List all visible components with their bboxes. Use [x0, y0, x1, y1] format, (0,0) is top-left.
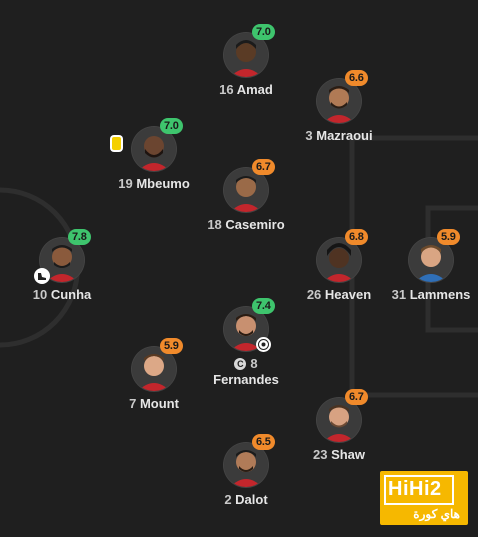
player-label: 23 Shaw: [313, 447, 365, 463]
player-avatar-wrap: 5.9: [132, 338, 183, 391]
player-number: 18: [207, 217, 222, 232]
player-dalot[interactable]: 6.5 2 Dalot: [186, 434, 306, 508]
player-name: Cunha: [50, 287, 92, 302]
player-label: 2 Dalot: [224, 492, 267, 508]
player-number: 31: [391, 287, 407, 302]
rating-badge: 5.9: [437, 229, 460, 245]
player-avatar-wrap: 5.9: [409, 229, 460, 282]
avatar: [132, 127, 176, 171]
rating-badge: 6.8: [345, 229, 368, 245]
player-avatar-wrap: 6.8: [317, 229, 368, 282]
avatar: [224, 443, 268, 487]
player-number: 16: [219, 82, 234, 97]
player-label: 10 Cunha: [33, 287, 92, 303]
player-number: 26: [306, 287, 322, 302]
player-name: Mbeumo: [136, 176, 190, 191]
avatar: [224, 168, 268, 212]
player-label: 31 Lammens: [392, 287, 471, 303]
yellow-card-icon: [112, 137, 121, 150]
player-name: Casemiro: [225, 217, 285, 232]
hihi2-logo: HiHi2 هاي كورة: [380, 471, 468, 525]
avatar: [409, 238, 453, 282]
captain-icon: C: [234, 358, 247, 370]
player-avatar-wrap: 7.0: [224, 24, 275, 77]
avatar: [317, 238, 361, 282]
avatar: [132, 347, 176, 391]
avatar: [317, 398, 361, 442]
player-avatar-wrap: 6.7: [317, 389, 368, 442]
player-label: 18 Casemiro: [207, 217, 284, 233]
player-mazraoui[interactable]: 6.6 3 Mazraoui: [279, 70, 399, 144]
rating-badge: 7.4: [252, 298, 275, 314]
player-number: 8: [250, 356, 258, 371]
player-number: 7: [129, 396, 137, 411]
player-avatar-wrap: 6.7: [224, 159, 275, 212]
player-name: Mount: [139, 396, 179, 411]
player-label: 16 Amad: [219, 82, 273, 98]
avatar: [224, 33, 268, 77]
player-number: 2: [224, 492, 232, 507]
player-shaw[interactable]: 6.7 23 Shaw: [279, 389, 399, 463]
rating-badge: 6.6: [345, 70, 368, 86]
player-cunha[interactable]: 7.8 10 Cunha: [2, 229, 122, 303]
logo-subtitle: هاي كورة: [413, 507, 460, 521]
logo-frame: [384, 475, 454, 505]
avatar: [317, 79, 361, 123]
player-number: 23: [312, 447, 328, 462]
player-name: Lammens: [409, 287, 471, 302]
rating-badge: 7.0: [160, 118, 183, 134]
player-heaven[interactable]: 6.8 26 Heaven: [279, 229, 399, 303]
rating-badge: 7.0: [252, 24, 275, 40]
player-mbeumo[interactable]: 7.0 19 Mbeumo: [94, 118, 214, 192]
player-avatar-wrap: 7.8: [34, 229, 91, 284]
player-name: Fernandes: [213, 372, 279, 387]
player-name: Heaven: [324, 287, 372, 302]
logo-text: HiHi2: [388, 478, 442, 500]
player-label: 19 Mbeumo: [118, 176, 190, 192]
player-name: Shaw: [331, 447, 366, 462]
player-avatar-wrap: 6.5: [224, 434, 275, 487]
ball-icon: [256, 337, 271, 352]
rating-badge: 6.7: [252, 159, 275, 175]
player-number: 10: [32, 287, 48, 302]
player-amad[interactable]: 7.0 16 Amad: [186, 24, 306, 98]
player-avatar-wrap: 6.6: [317, 70, 368, 123]
player-casemiro[interactable]: 6.7 18 Casemiro: [186, 159, 306, 233]
rating-badge: 6.7: [345, 389, 368, 405]
rating-badge: 7.8: [68, 229, 91, 245]
rating-badge: 5.9: [160, 338, 183, 354]
player-label: 3 Mazraoui: [305, 128, 372, 144]
player-label: 26 Heaven: [307, 287, 371, 303]
player-avatar-wrap: 7.4: [224, 298, 275, 352]
player-name: Mazraoui: [316, 128, 373, 143]
player-label: 7 Mount: [129, 396, 179, 412]
player-name: Amad: [236, 82, 273, 97]
player-avatar-wrap: 7.0: [112, 118, 183, 171]
boot-icon: [34, 268, 50, 284]
player-mount[interactable]: 5.9 7 Mount: [94, 338, 214, 412]
rating-badge: 6.5: [252, 434, 275, 450]
player-name: Dalot: [235, 492, 268, 507]
player-number: 19: [118, 176, 133, 191]
player-lammens[interactable]: 5.9 31 Lammens: [371, 229, 478, 303]
player-number: 3: [305, 128, 313, 143]
